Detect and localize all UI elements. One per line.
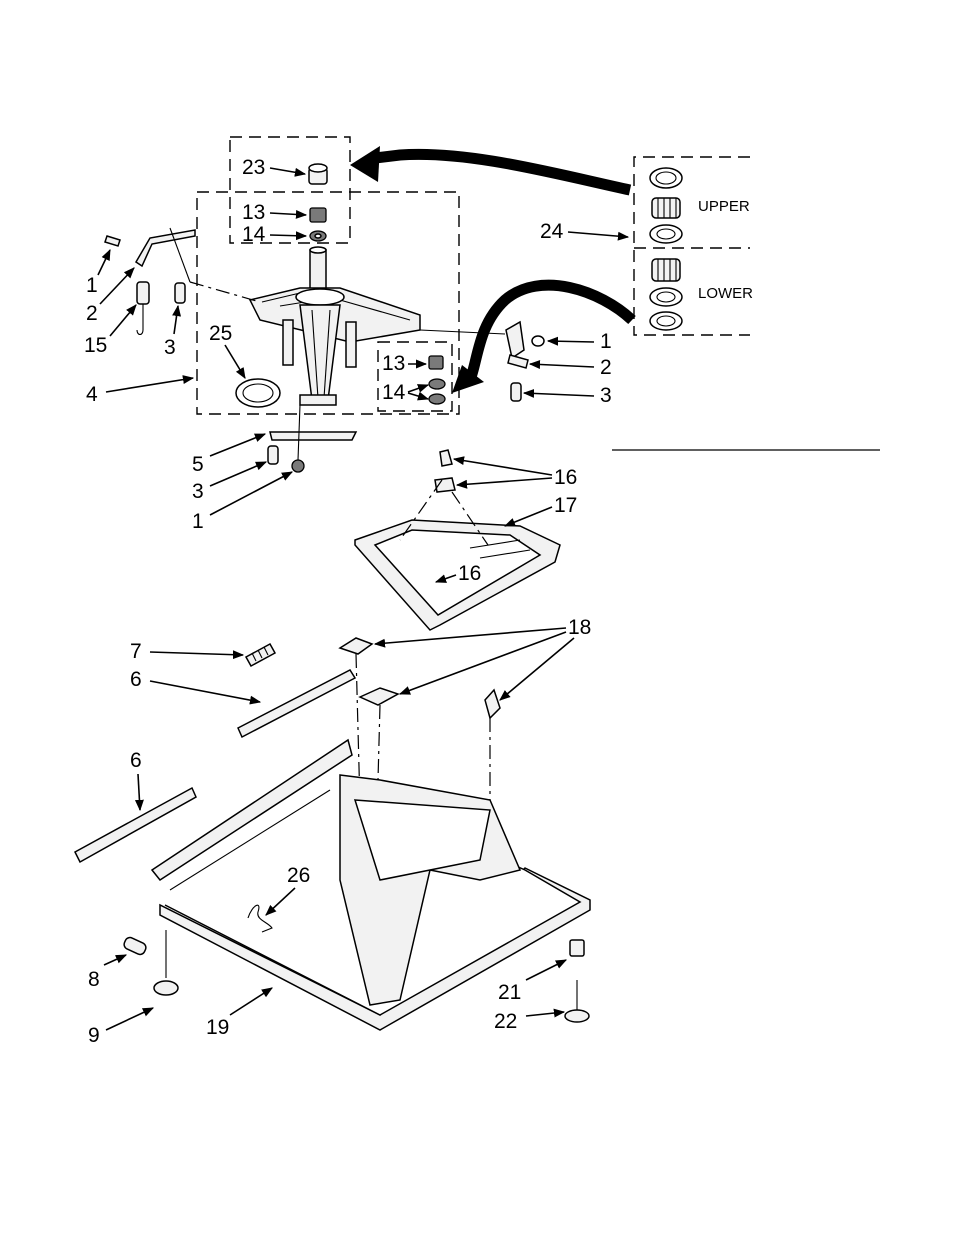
callout-17: 17 (505, 494, 577, 526)
svg-text:9: 9 (88, 1024, 100, 1047)
part-6-rail-lower (75, 788, 196, 862)
part-14-washers-lower (429, 379, 445, 404)
svg-text:1: 1 (86, 274, 98, 297)
svg-text:14: 14 (382, 381, 406, 404)
callout-23: 23 (242, 156, 305, 179)
callout-19: 19 (206, 988, 272, 1039)
upper-bearing-icon (650, 168, 682, 243)
callout-14-upper: 14 (242, 223, 306, 246)
lower-bearing-label: LOWER (698, 285, 753, 302)
callout-3-right: 3 (524, 384, 612, 407)
callout-18: 18 (375, 616, 591, 700)
part-23-bearing (309, 164, 327, 184)
callout-1-lower: 1 (192, 472, 292, 533)
part-9-leveling-leg (154, 930, 178, 995)
svg-text:19: 19 (206, 1016, 229, 1039)
callout-2-right: 2 (530, 356, 612, 379)
callout-8: 8 (88, 955, 126, 991)
svg-text:2: 2 (600, 356, 612, 379)
svg-text:1: 1 (600, 330, 612, 353)
upper-bearing-label: UPPER (698, 198, 750, 215)
svg-text:24: 24 (540, 220, 564, 243)
lower-bracket-parts (268, 405, 356, 472)
svg-text:2: 2 (86, 302, 98, 325)
svg-text:13: 13 (382, 352, 405, 375)
part-6-rail-upper (238, 670, 355, 737)
callout-3-left: 3 (164, 306, 178, 359)
callout-4: 4 (86, 378, 193, 406)
part-14-washer-upper (310, 231, 326, 241)
svg-text:18: 18 (568, 616, 591, 639)
svg-text:15: 15 (84, 334, 107, 357)
part-17-support-platform (355, 480, 560, 630)
svg-text:6: 6 (130, 668, 142, 691)
callout-1-left: 1 (86, 250, 110, 297)
svg-text:16: 16 (458, 562, 481, 585)
bearing-kit-box (634, 157, 750, 335)
svg-text:13: 13 (242, 201, 265, 224)
svg-text:21: 21 (498, 981, 521, 1004)
svg-text:3: 3 (192, 480, 204, 503)
callout-13-lower: 13 (382, 352, 426, 375)
svg-text:7: 7 (130, 640, 142, 663)
arrow-to-upper-box (375, 154, 630, 190)
part-21-nut (570, 940, 584, 956)
callout-6-upper: 6 (130, 668, 260, 702)
svg-text:22: 22 (494, 1010, 517, 1033)
callout-16-top: 16 (454, 459, 577, 489)
part-7-spring (246, 644, 275, 666)
part-25-seal (236, 379, 280, 407)
svg-text:5: 5 (192, 453, 204, 476)
svg-text:3: 3 (164, 336, 176, 359)
part-13-nut-lower (429, 356, 443, 369)
callout-14-lower: 14 (382, 381, 428, 404)
svg-text:25: 25 (209, 322, 232, 345)
callout-6-lower: 6 (130, 749, 142, 810)
left-bracket-parts (105, 228, 260, 335)
svg-text:8: 8 (88, 968, 100, 991)
lower-bearing-icon (650, 259, 682, 330)
callout-21: 21 (498, 960, 566, 1004)
callout-1-right: 1 (548, 330, 612, 353)
svg-text:14: 14 (242, 223, 266, 246)
part-8-leg-pad (122, 936, 147, 956)
svg-text:23: 23 (242, 156, 265, 179)
callout-5: 5 (192, 434, 265, 476)
callout-7: 7 (130, 640, 243, 663)
callout-24: 24 (540, 220, 628, 243)
svg-text:16: 16 (554, 466, 577, 489)
svg-text:3: 3 (600, 384, 612, 407)
callout-13-upper: 13 (242, 201, 306, 224)
svg-text:26: 26 (287, 864, 310, 887)
callout-22: 22 (494, 1010, 564, 1033)
callout-25: 25 (209, 322, 245, 378)
callout-9: 9 (88, 1008, 153, 1047)
svg-text:6: 6 (130, 749, 142, 772)
svg-text:4: 4 (86, 383, 98, 406)
svg-text:1: 1 (192, 510, 204, 533)
part-19-base-frame (152, 740, 590, 1030)
part-22-leveling-leg (565, 980, 589, 1022)
svg-text:17: 17 (554, 494, 577, 517)
part-13-nut-upper (310, 208, 326, 222)
